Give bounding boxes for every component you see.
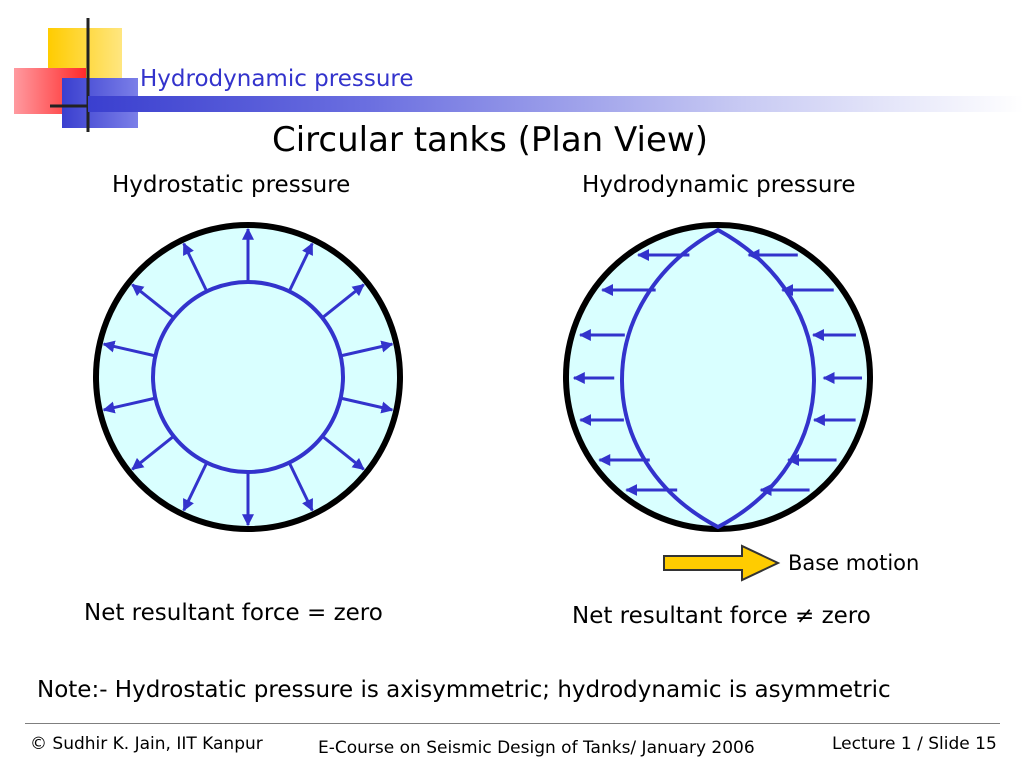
- hydrodynamic-result: Net resultant force ≠ zero: [572, 603, 871, 629]
- pressure-arrow: [131, 283, 175, 319]
- pressure-arrow: [131, 435, 175, 471]
- pressure-arrow: [102, 340, 156, 358]
- footer-slide-number: Lecture 1 / Slide 15: [832, 734, 997, 754]
- hydrostatic-result: Net resultant force = zero: [84, 600, 383, 626]
- pressure-arrow: [102, 396, 156, 414]
- pressure-arrow: [182, 242, 209, 293]
- base-motion-label: Base motion: [788, 551, 920, 575]
- slide-title: Circular tanks (Plan View): [271, 120, 708, 160]
- hydrostatic-pressure-arrows: [102, 227, 394, 527]
- hydrodynamic-pressure-envelope: [620, 227, 816, 530]
- base-motion-arrow: [663, 544, 781, 582]
- pressure-arrow: [287, 461, 314, 512]
- footer-course: E-Course on Seismic Design of Tanks/ Jan…: [318, 738, 755, 758]
- pressure-arrow: [287, 242, 314, 293]
- pressure-arrow: [340, 340, 394, 358]
- hydrodynamic-pressure-arrows: [572, 249, 862, 496]
- header-gradient-bar: [88, 96, 1024, 112]
- pressure-arrow: [321, 283, 365, 319]
- hydrostatic-tank: [93, 222, 403, 532]
- pressure-arrow: [321, 435, 365, 471]
- pressure-arrow: [182, 461, 209, 512]
- pressure-arrow: [340, 396, 394, 414]
- note-text: Note:- Hydrostatic pressure is axisymmet…: [37, 677, 891, 703]
- footer-divider: [25, 723, 1000, 724]
- footer-author: © Sudhir K. Jain, IIT Kanpur: [30, 734, 263, 754]
- hydrostatic-caption: Hydrostatic pressure: [112, 172, 351, 198]
- hydrodynamic-tank: [563, 222, 873, 532]
- hydrostatic-inner-boundary: [151, 280, 345, 474]
- header-title: Hydrodynamic pressure: [140, 66, 414, 92]
- hydrodynamic-caption: Hydrodynamic pressure: [582, 172, 856, 198]
